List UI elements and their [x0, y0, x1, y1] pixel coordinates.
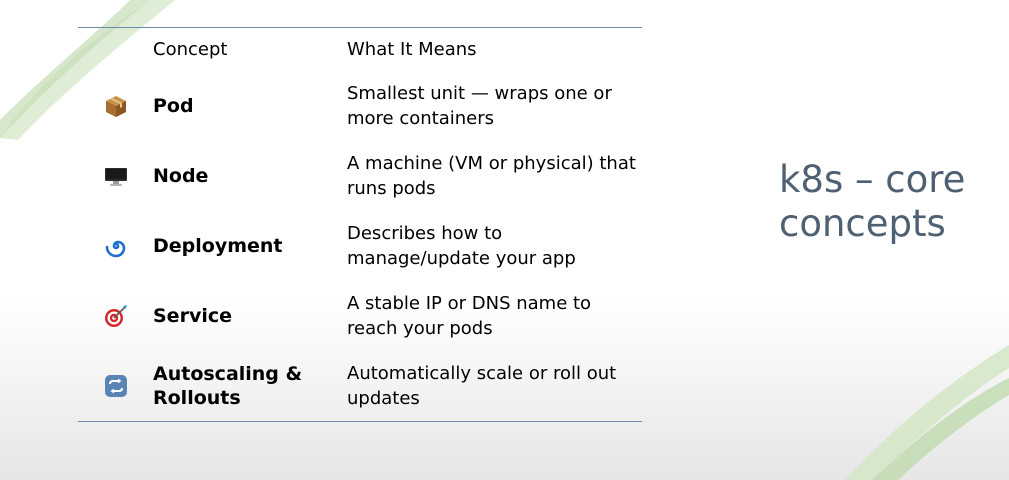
concept-service: Service — [153, 305, 232, 327]
means-autoscaling-rollouts: Automatically scale or roll out updates — [347, 363, 617, 409]
concept-pod: Pod — [153, 95, 194, 117]
table-row: Deployment Describes how to manage/updat… — [78, 211, 642, 281]
means-pod: Smallest unit — wraps one or more contai… — [347, 83, 612, 129]
table-row: Autoscaling & Rollouts Automatically sca… — [78, 351, 642, 421]
header-concept: Concept — [153, 38, 228, 60]
table-header-row: Concept What It Means — [78, 28, 642, 71]
concept-deployment: Deployment — [153, 235, 283, 257]
means-service: A stable IP or DNS name to reach your po… — [347, 293, 592, 339]
concept-node: Node — [153, 165, 209, 187]
concept-autoscaling-rollouts: Autoscaling & Rollouts — [153, 363, 303, 409]
direct-hit-target-icon — [104, 305, 127, 327]
package-icon — [105, 96, 126, 117]
desktop-computer-icon — [104, 168, 127, 186]
table-bottom-rule — [78, 421, 642, 422]
means-deployment: Describes how to manage/update your app — [347, 223, 576, 269]
slide-title: k8s – core concepts — [779, 158, 966, 245]
cyclone-icon — [105, 240, 125, 258]
table-top-rule — [78, 27, 642, 28]
means-node: A machine (VM or physical) that runs pod… — [347, 153, 636, 199]
header-what-it-means: What It Means — [347, 39, 477, 60]
table-row: Pod Smallest unit — wraps one or more co… — [78, 71, 642, 141]
table-row: Node A machine (VM or physical) that run… — [78, 141, 642, 211]
table-row: Service A stable IP or DNS name to reach… — [78, 281, 642, 351]
repeat-arrows-icon — [104, 375, 127, 397]
concepts-table: Concept What It Means Pod Smallest unit … — [78, 27, 642, 422]
